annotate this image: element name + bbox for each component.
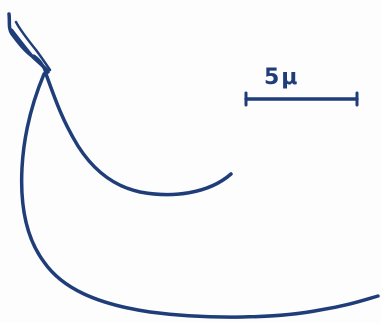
specimen-tip bbox=[9, 14, 50, 74]
scale-bar-label: 5μ bbox=[264, 65, 300, 90]
inner-branch bbox=[46, 74, 231, 195]
scale-bar: 5μ bbox=[246, 65, 357, 105]
outer-branch bbox=[22, 74, 378, 317]
